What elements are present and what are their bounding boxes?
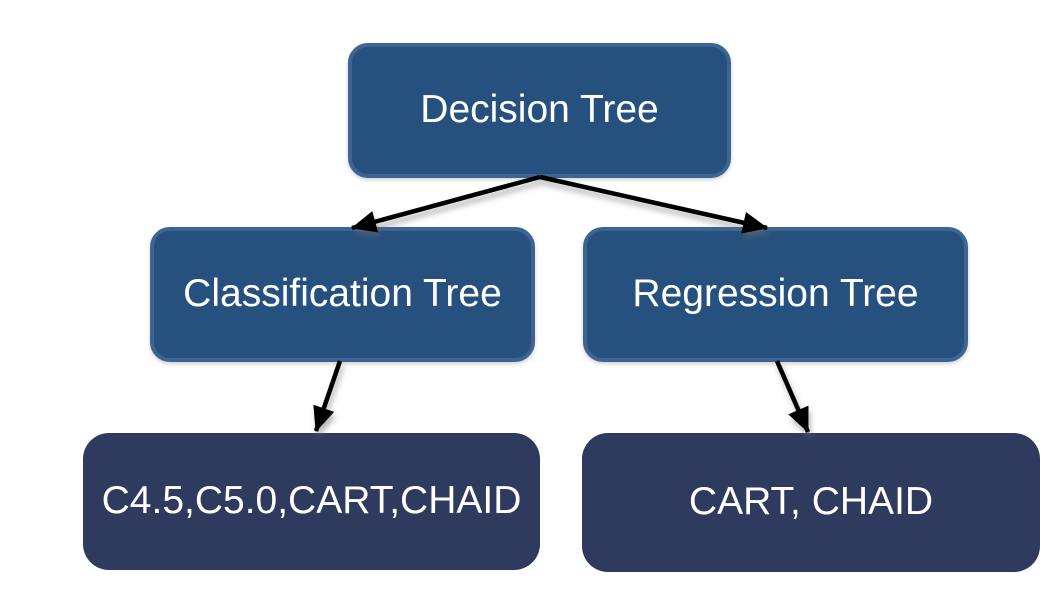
node-label: Decision Tree: [420, 88, 659, 132]
node-classification-tree: Classification Tree: [150, 227, 535, 362]
node-label: Classification Tree: [183, 272, 502, 316]
edge-regression-to-algorithms: [774, 360, 811, 433]
node-label: Regression Tree: [632, 272, 919, 316]
node-regression-tree: Regression Tree: [583, 227, 968, 362]
node-regression-algorithms: CART, CHAID: [582, 433, 1040, 572]
edge-classification-to-algorithms: [313, 360, 343, 432]
edge-decision-to-classification: [351, 174, 541, 233]
node-decision-tree: Decision Tree: [348, 43, 731, 178]
edge-decision-to-regression: [539, 174, 768, 234]
node-classification-algorithms: C4.5,C5.0,CART,CHAID: [83, 433, 540, 570]
node-label: CART, CHAID: [688, 480, 934, 524]
node-label: C4.5,C5.0,CART,CHAID: [101, 479, 522, 523]
